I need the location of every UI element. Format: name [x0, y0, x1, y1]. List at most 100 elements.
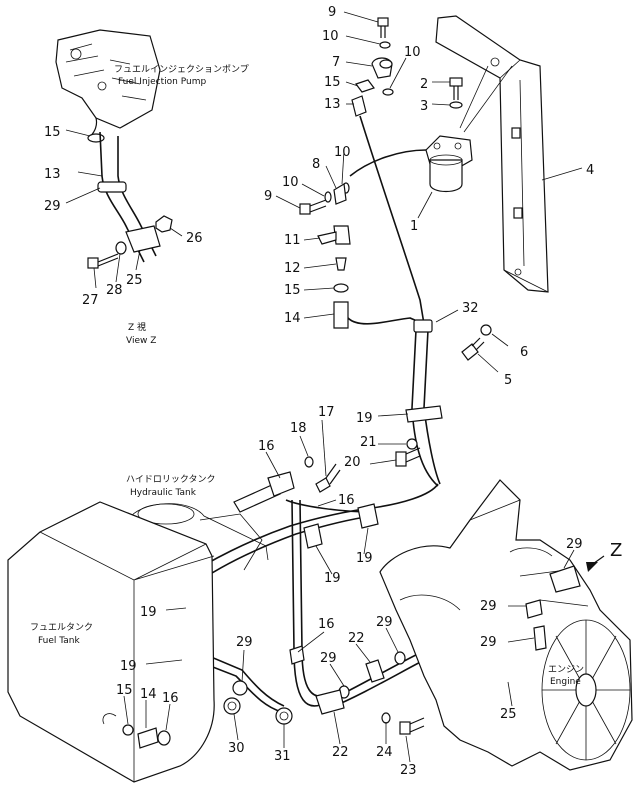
label-19: 19: [140, 605, 157, 620]
caption-fuel-tank-en: Fuel Tank: [38, 636, 81, 646]
label-29: 29: [480, 599, 497, 614]
view-z-clamp-29: [97, 181, 127, 193]
label-16: 16: [258, 439, 275, 454]
hose-end-14-bottom: [137, 727, 159, 749]
label-17: 17: [318, 405, 335, 420]
label-1: 1: [410, 219, 418, 234]
view-z-hose-29: [117, 136, 157, 257]
label-10: 10: [334, 145, 351, 160]
clamp-29-tank: [232, 680, 248, 696]
caption-engine-jp: エンジン: [548, 665, 584, 675]
engine-fitting-29a: [549, 565, 581, 593]
label-10: 10: [404, 45, 421, 60]
label-15: 15: [116, 683, 133, 698]
clamp-19-upper: [405, 405, 443, 423]
label-9: 9: [328, 5, 336, 20]
label-10: 10: [322, 29, 339, 44]
label-13: 13: [44, 167, 61, 182]
view-z-arrow: [586, 562, 598, 572]
label-29: 29: [236, 635, 253, 650]
engine-fitting-29c: [533, 625, 547, 651]
washer-10-left: [324, 191, 332, 203]
clamp-15-top: [355, 79, 375, 93]
caption-hydraulic-tank-en: Hydraulic Tank: [130, 488, 197, 498]
label-26: 26: [186, 231, 203, 246]
label-19: 19: [356, 411, 373, 426]
clamp-19-a: [357, 503, 379, 529]
label-21: 21: [360, 435, 377, 450]
fuel-tank-body: [7, 501, 215, 783]
bolt-20: [395, 447, 421, 467]
grommet-30: [223, 697, 241, 715]
label-14: 14: [284, 311, 301, 326]
washer-6: [480, 324, 492, 336]
engine-outline: [379, 479, 633, 771]
clamp-29-bottom-b: [394, 651, 406, 665]
caption-fuel-injection-pump-jp: フュエルインジェクションポンプ: [114, 64, 249, 75]
washer-10-top: [379, 41, 391, 49]
nut-21: [406, 438, 418, 450]
clamp-16-bottom: [157, 730, 171, 746]
label-6: 6: [520, 345, 528, 360]
washer-10-right: [382, 88, 394, 96]
label-29: 29: [376, 615, 393, 630]
hose-end-14: [333, 301, 349, 329]
lower-callouts: 17 18 16 19 21 20 16 19 19 19 19 29 16 2…: [116, 405, 583, 778]
label-19: 19: [324, 571, 341, 586]
label-15: 15: [284, 283, 301, 298]
banjo-8: [333, 183, 347, 205]
label-28: 28: [106, 283, 123, 298]
clamp-32: [413, 319, 433, 333]
label-30: 30: [228, 741, 245, 756]
caption-fuel-tank-jp: フュエルタンク: [30, 622, 93, 633]
bolt-5: [461, 337, 485, 361]
clamp-15-mid: [333, 283, 349, 293]
bracket-22: [315, 689, 345, 715]
bolt-2: [449, 77, 463, 100]
hose-end-13: [351, 95, 367, 117]
label-18: 18: [290, 421, 307, 436]
fitting-12: [335, 257, 347, 271]
label-2: 2: [420, 77, 428, 92]
bolt-9-top: [377, 17, 389, 38]
label-11: 11: [284, 233, 301, 248]
hydraulic-tank-outline: [127, 503, 269, 561]
engine: Z エンジン Engine: [379, 479, 633, 771]
label-25: 25: [500, 707, 517, 722]
label-10: 10: [282, 175, 299, 190]
label-4: 4: [586, 163, 594, 178]
clamp-19-b: [303, 523, 323, 549]
washer-3: [449, 101, 463, 109]
view-z-bolt-27: [87, 253, 119, 269]
valve-11: [317, 225, 351, 245]
view-z-washer-28: [115, 241, 127, 255]
bolt-9-side: [299, 199, 327, 215]
view-z-bracket-25: [125, 225, 161, 253]
label-9: 9: [264, 189, 272, 204]
engine-fitting-29b: [525, 599, 543, 619]
label-14: 14: [140, 687, 157, 702]
fuel-filter: [425, 135, 473, 193]
label-29: 29: [44, 199, 61, 214]
clamp-22-a: [365, 659, 385, 683]
label-12: 12: [284, 261, 301, 276]
label-5: 5: [504, 373, 512, 388]
label-13: 13: [324, 97, 341, 112]
caption-hydraulic-tank-jp: ハイドロリックタンク: [126, 474, 215, 485]
label-3: 3: [420, 99, 428, 114]
label-27: 27: [82, 293, 99, 308]
view-z-inset: フュエルインジェクションポンプ Fuel Injection Pump 15 1…: [44, 29, 249, 346]
washer-18: [304, 456, 314, 468]
label-32: 32: [462, 301, 479, 316]
fuel-line-filter-to-clamp: [349, 149, 427, 177]
label-7: 7: [332, 55, 340, 70]
caption-engine-en: Engine: [550, 677, 581, 687]
view-z-hose-13: [99, 131, 145, 263]
label-20: 20: [344, 455, 361, 470]
label-29: 29: [566, 537, 583, 552]
label-29: 29: [320, 651, 337, 666]
label-19: 19: [356, 551, 373, 566]
grommet-31: [275, 707, 293, 725]
label-25: 25: [126, 273, 143, 288]
